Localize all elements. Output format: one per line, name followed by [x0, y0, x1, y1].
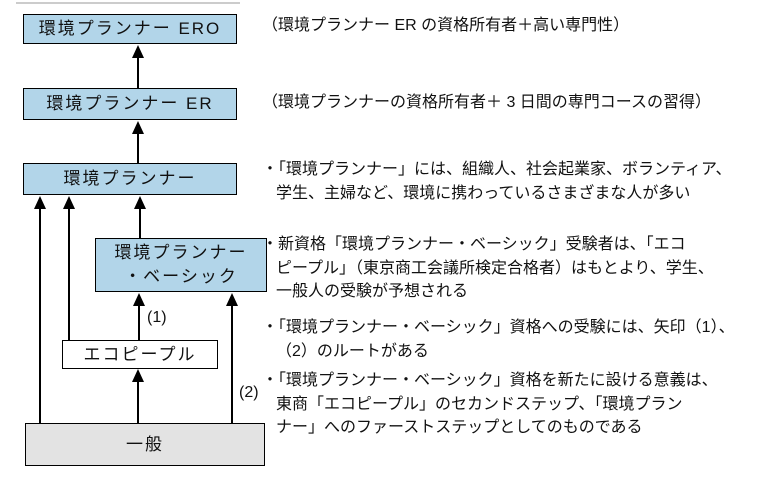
arrow-line-planner-to-er [137, 132, 139, 163]
arrowhead-er-to-ero [132, 45, 144, 58]
arrow-line-general-to-eco [137, 380, 139, 423]
box-planner-ero: 環境プランナー ERO [23, 14, 237, 44]
arrowhead-eco-to-planner [63, 196, 75, 209]
route-label-2: (2) [239, 384, 259, 401]
arrowhead-general-to-planner [34, 196, 46, 209]
arrow-line-basic-to-planner [139, 207, 141, 238]
bullet-basic-significance: ・「環境プランナー・ベーシック」資格を新たに設ける意義は、 東商「エコピープル」… [262, 372, 718, 436]
arrow-line-er-to-ero [137, 56, 139, 88]
box-eco-people: エコピープル [62, 340, 218, 369]
bullet-basic-examinees: ・新資格「環境プランナー・ベーシック」受験者は、「エコ ピープル」（東京商工会議… [262, 236, 714, 300]
note-er-requirement: （環境プランナーの資格所有者＋ 3 日間の専門コースの習得） [262, 94, 711, 111]
arrow-line-general-to-basic-route2 [231, 304, 233, 423]
arrowhead-eco-to-basic-route1 [133, 293, 145, 306]
box-planner-basic: 環境プランナー ・ベーシック [95, 238, 267, 292]
bullet-exam-routes: ・「環境プランナー・ベーシック」資格への受験には、矢印（1）、 （2）のルートが… [262, 319, 735, 360]
arrow-line-eco-to-basic-route1 [138, 304, 140, 340]
box-planner: 環境プランナー [23, 163, 237, 195]
bullet-planner-audience: ・「環境プランナー」には、組織人、社会起業家、ボランティア、 学生、主婦など、環… [262, 161, 732, 202]
arrow-line-eco-to-planner [68, 207, 70, 340]
arrowhead-basic-to-planner [134, 196, 146, 209]
box-planner-er: 環境プランナー ER [23, 88, 237, 120]
note-ero-requirement: （環境プランナー ER の資格所有者＋高い専門性） [262, 17, 630, 34]
box-general: 一般 [25, 423, 265, 466]
arrowhead-planner-to-er [132, 121, 144, 134]
arrowhead-general-to-eco [132, 369, 144, 382]
arrowhead-general-to-basic-route2 [226, 293, 238, 306]
arrow-line-general-to-planner [39, 207, 41, 423]
top-border-artifact [16, 2, 240, 4]
route-label-1: (1) [147, 309, 167, 326]
